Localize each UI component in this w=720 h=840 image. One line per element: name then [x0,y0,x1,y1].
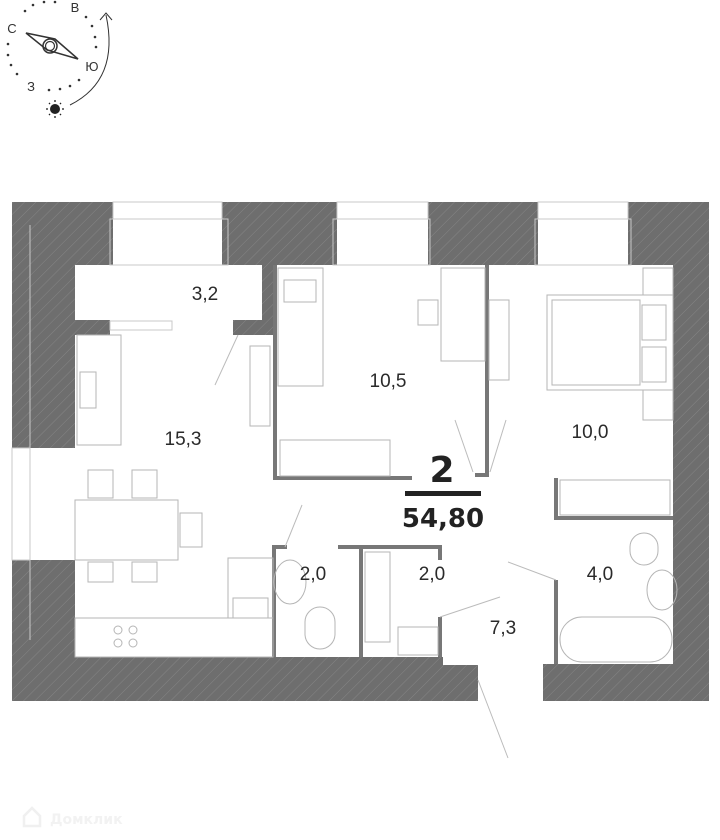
tv-stand [249,345,271,427]
area-bedroom-1: 10,5 [370,371,407,392]
exterior-walls [12,202,709,701]
kitchen-counter [74,617,274,658]
area-hallway-nook: 3,2 [192,284,218,305]
compass-west: З [27,79,35,94]
wardrobe-1 [279,439,391,477]
sink-wc [273,559,307,605]
sofa [76,334,122,446]
arrow-icon [69,14,110,106]
area-bedroom-2: 10,0 [572,422,609,443]
total-area: 54,80 [402,504,484,534]
wardrobe-2 [559,479,671,516]
area-hallway: 7,3 [490,618,516,639]
bed-1 [277,267,324,387]
domclick-logo-icon [22,806,42,828]
watermark: Домклик [22,806,123,828]
dining-table [74,499,179,561]
divider [405,491,481,496]
bed-2 [546,294,674,391]
tv-stand-2 [488,299,510,381]
area-laundry: 2,0 [419,564,445,585]
bathtub [559,616,673,663]
desk [440,267,486,362]
door-swings [214,334,557,759]
area-living-kitchen: 15,3 [165,429,202,450]
room-count: 2 [429,450,454,491]
room-labels: 3,2 15,3 10,5 10,0 2,0 2,0 4,0 7,3 [165,284,614,639]
towel-rail [364,551,391,643]
furniture [74,267,678,663]
toilet-wc [304,606,336,650]
compass-east: В [71,0,80,15]
compass-south: Ю [85,59,98,74]
compass: С В Ю З [6,0,113,118]
sun-icon [46,100,64,118]
sink-bath [646,569,678,611]
area-bathroom: 4,0 [587,564,613,585]
compass-dots [6,0,98,92]
area-toilet: 2,0 [300,564,326,585]
compass-north: С [7,21,16,36]
compass-needle-icon [25,32,79,60]
toilet-bowl [629,532,659,566]
interior-walls [272,265,673,664]
watermark-text: Домклик [50,812,123,828]
windows [11,201,632,640]
